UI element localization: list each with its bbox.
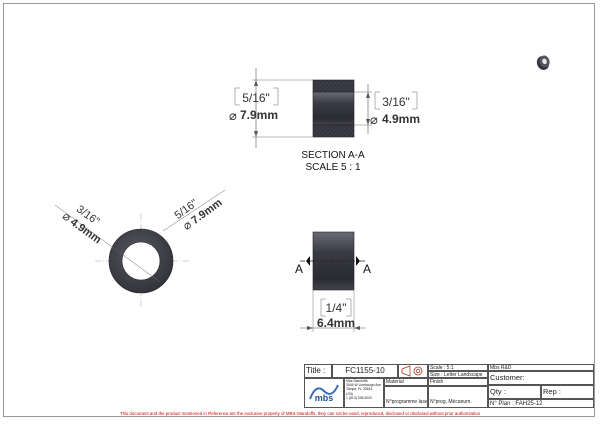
- length-label: 1/4": [326, 301, 347, 315]
- section-inner-metric: 4.9mm: [382, 112, 420, 126]
- section-outer-label: 5/16": [242, 91, 270, 105]
- section-inner-symbol: ⌀: [370, 112, 378, 127]
- section-caption: SECTION A-A: [301, 150, 365, 161]
- plan-number: N° Plan : FAH25-12: [488, 399, 594, 408]
- address-line: 3046 W Linebaugh Ave: [346, 383, 382, 388]
- section-outer-metric: 7.9mm: [240, 108, 278, 122]
- section-bore: [312, 91, 355, 126]
- section-view: 5/16" ⌀ 7.9mm 3/16" ⌀ 4.9mm SECTION A-A …: [229, 68, 420, 173]
- section-hatch-top: [312, 79, 355, 93]
- address-line: USA: [346, 391, 353, 396]
- cut-label-left: A: [295, 262, 303, 276]
- address-line: Mbs Standoffs: [346, 379, 368, 383]
- length-metric: 6.4mm: [317, 316, 355, 330]
- logo-cell: mbs: [304, 378, 344, 408]
- cut-label-right: A: [363, 262, 371, 276]
- prog-mecanum-cell: N°prog. Mécanum.: [428, 386, 488, 408]
- finish-cell: Finish: [428, 378, 488, 386]
- title-block: Title : FC1155-10 Scale : 5:1 Size : Let…: [304, 364, 594, 414]
- section-hatch-bottom: [312, 124, 355, 138]
- end-inner-leader: [54, 204, 161, 283]
- sheet-border: [3, 3, 595, 417]
- title-label: Title :: [304, 364, 332, 378]
- customer-label: Customer:: [488, 371, 594, 385]
- address-line: Tampa, FL 33624: [346, 387, 373, 392]
- footer-notice: This document and the product mentioned …: [119, 411, 481, 416]
- material-cell: Material: [384, 378, 428, 386]
- program-cell: N°programme laser: [384, 386, 428, 408]
- size-cell: Size : Letter Landscape: [428, 371, 488, 378]
- side-view: A A 1/4" 6.4mm: [295, 231, 371, 332]
- end-bore: [121, 241, 161, 281]
- company-name: Mbs R&D: [488, 364, 594, 371]
- iso-thumbnail: [536, 55, 550, 70]
- svg-text:mbs: mbs: [315, 393, 334, 403]
- end-view: 3/16" ⌀ 4.9mm 5/16" ⌀ 7.9mm: [54, 189, 226, 309]
- projection-icon: [401, 365, 423, 377]
- rep-cell: Rep :: [541, 385, 594, 399]
- qty-cell: Qty :: [488, 385, 541, 399]
- scale-cell: Scale : 5:1: [428, 364, 488, 371]
- projection-symbol-cell: [398, 364, 428, 378]
- section-scale: SCALE 5 : 1: [305, 162, 360, 173]
- mbs-logo: mbs: [309, 384, 339, 403]
- title-value: FC1155-10: [332, 364, 398, 378]
- address-cell: Mbs Standoffs 3046 W Linebaugh Ave Tampa…: [344, 378, 384, 408]
- end-outer-leader: [162, 189, 226, 232]
- address-line: 1 (813) 938-6020: [346, 395, 373, 400]
- section-outer-symbol: ⌀: [229, 108, 237, 123]
- section-inner-label: 3/16": [382, 95, 410, 109]
